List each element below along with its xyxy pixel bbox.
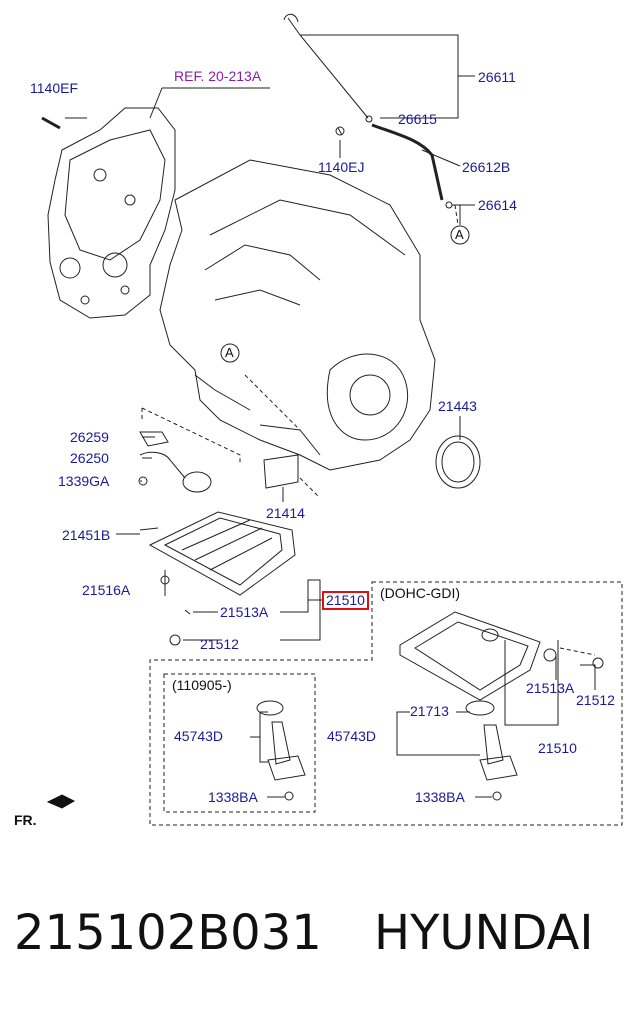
ref-label[interactable]: REF. 20-213A — [174, 68, 262, 84]
marker-a-circle-1 — [450, 225, 470, 245]
part-label-1339ga[interactable]: 1339GA — [58, 473, 110, 489]
part-label-26614[interactable]: 26614 — [478, 197, 517, 213]
part-label-26615[interactable]: 26615 — [398, 111, 437, 127]
part-label-26250[interactable]: 26250 — [70, 450, 109, 466]
oil-strainer-drawing — [138, 431, 212, 493]
part-label-1140ef[interactable]: 1140EF — [30, 80, 78, 96]
part-label-21510-highlighted[interactable]: 21510 — [322, 591, 369, 610]
front-label: FR. — [14, 812, 37, 828]
diagram-drawing — [41, 13, 623, 826]
oil-pan-drawing — [139, 511, 296, 646]
part-label-26611[interactable]: 26611 — [478, 69, 516, 85]
part-label-21443[interactable]: 21443 — [438, 398, 477, 414]
engine-block-drawing — [159, 159, 436, 471]
oil-pan-gdi-drawing — [399, 611, 604, 716]
part-label-45743d-b[interactable]: 45743D — [327, 728, 377, 744]
part-label-26259[interactable]: 26259 — [70, 429, 109, 445]
part-label-21512[interactable]: 21512 — [200, 636, 239, 652]
part-label-21713[interactable]: 21713 — [410, 703, 449, 719]
part-label-1140ej[interactable]: 1140EJ — [318, 159, 365, 175]
leader-lines — [65, 34, 596, 798]
part-label-45743d-a[interactable]: 45743D — [174, 728, 224, 744]
baffle-drawing — [263, 454, 299, 489]
part-label-21451b[interactable]: 21451B — [62, 527, 111, 543]
dashed-connectors — [141, 204, 623, 826]
oil-level-sensor-drawing — [256, 700, 518, 801]
marker-a-2: A — [225, 345, 234, 360]
brand-name: HYUNDAI — [374, 905, 594, 961]
part-number: 215102B031 — [14, 905, 322, 961]
marker-a-circle-2 — [220, 343, 240, 363]
part-label-21513a[interactable]: 21513A — [220, 604, 269, 620]
part-label-1338ba-b[interactable]: 1338BA — [415, 789, 465, 805]
date-label: (110905-) — [172, 677, 232, 693]
part-label-26612b[interactable]: 26612B — [462, 159, 511, 175]
part-label-21513a-b[interactable]: 21513A — [526, 680, 575, 696]
footer: 215102B031 HYUNDAI — [0, 905, 636, 975]
part-label-1338ba-a[interactable]: 1338BA — [208, 789, 258, 805]
marker-a-1: A — [455, 227, 464, 242]
part-label-21510-b[interactable]: 21510 — [538, 740, 577, 756]
variant-label-dohc-gdi: (DOHC-GDI) — [380, 585, 461, 601]
parts-diagram: REF. 20-213A 1140EF 26611 26615 1140EJ 2… — [14, 13, 623, 828]
part-label-21512-b[interactable]: 21512 — [576, 692, 615, 708]
timing-cover-drawing — [41, 107, 176, 319]
rear-seal-drawing — [435, 435, 481, 489]
part-label-21414[interactable]: 21414 — [266, 505, 305, 521]
front-arrow-icon — [46, 794, 76, 809]
part-label-21516a[interactable]: 21516A — [82, 582, 131, 598]
